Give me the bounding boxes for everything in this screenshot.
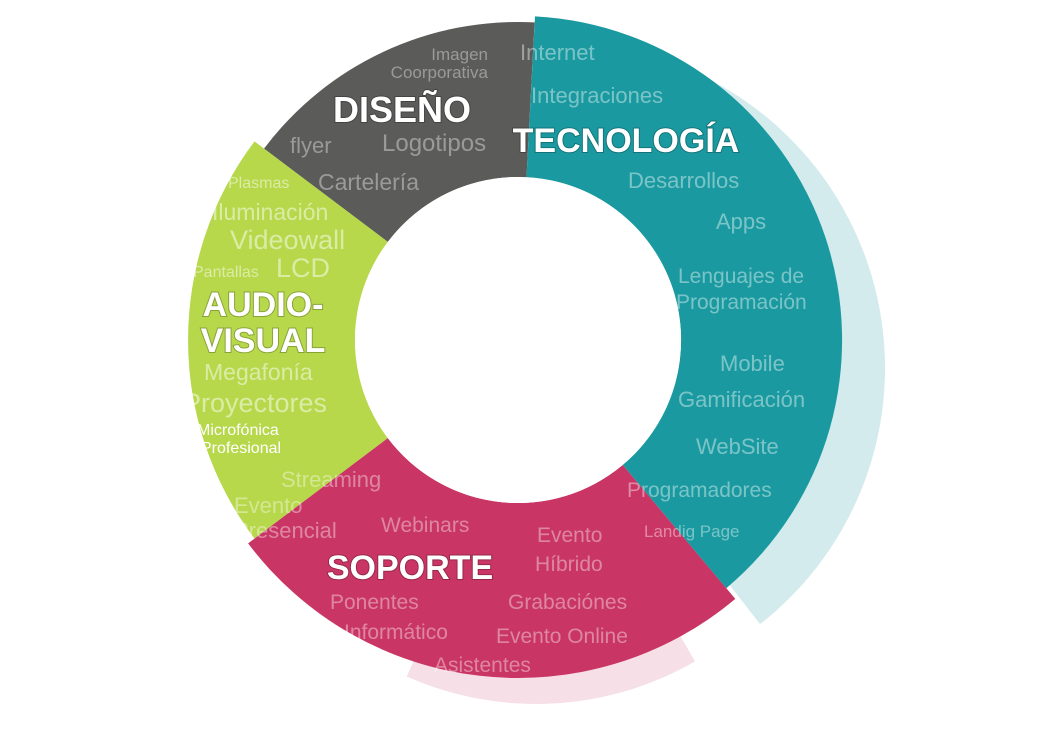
center-hole: [355, 177, 681, 503]
keyword: Desarrollos: [628, 168, 739, 193]
keyword: Profesional: [201, 440, 281, 457]
keyword: Internet: [520, 40, 595, 65]
diseno-keywords: Imagen Coorporativa flyer Logotipos Cart…: [290, 45, 489, 195]
keyword: Integraciones: [531, 83, 663, 108]
segment-soporte: [248, 438, 736, 678]
ghost-keyword: Videos: [436, 202, 485, 219]
keyword: Informático: [344, 621, 448, 644]
keyword: Coorporativa: [391, 63, 489, 82]
keyword: Asistentes: [434, 654, 531, 677]
segment-title-tecnologia: TECNOLOGÍA: [513, 122, 740, 160]
keyword: Ponentes: [330, 591, 419, 614]
keyword: Megafonía: [204, 359, 313, 385]
segment-title-audiovisual-line2: VISUAL: [201, 322, 326, 360]
segment-title-audiovisual-line1: AUDIO-: [203, 286, 324, 324]
keyword: Programadores: [627, 479, 772, 502]
keyword: Pantallas: [193, 264, 259, 281]
keyword: Proyectores: [183, 388, 327, 418]
keyword: Cartelería: [318, 169, 419, 195]
keyword: Gamificación: [678, 387, 805, 412]
keyword: Lenguajes de: [678, 265, 804, 288]
keyword: WebSite: [696, 434, 779, 459]
keyword: Evento Online: [496, 625, 628, 648]
keyword: Microfónica: [197, 422, 279, 439]
keyword: Streaming: [281, 467, 381, 492]
keyword: Evento: [537, 524, 602, 547]
soporte-keywords: Streaming Evento Presencial Webinars Eve…: [234, 467, 628, 677]
keyword: LCD: [276, 253, 330, 283]
keyword: Evento: [234, 493, 303, 518]
segment-tecnologia: [526, 16, 843, 589]
keyword: Webinars: [381, 514, 469, 537]
keyword: Videowall: [230, 225, 345, 255]
keyword: Imagen: [431, 45, 488, 64]
segment-title-diseno: DISEÑO: [333, 88, 471, 130]
keyword: Iluminación: [212, 199, 328, 225]
audiovisual-keywords: Plasmas Iluminación Videowall Pantallas …: [183, 175, 345, 418]
keyword: Híbrido: [535, 553, 603, 576]
segment-title-soporte: SOPORTE: [327, 549, 493, 587]
tecnologia-keywords: Internet Integraciones Desarrollos Apps …: [520, 40, 807, 541]
audiovisual-keywords-solid: Microfónica Profesional: [197, 422, 281, 457]
keyword: Programación: [676, 291, 807, 314]
keyword: Presencial: [234, 518, 337, 543]
keyword: Grabaciónes: [508, 591, 627, 614]
keyword: Plasmas: [228, 175, 289, 192]
keyword: flyer: [290, 133, 332, 158]
segment-diseno: [264, 21, 535, 242]
keyword: Landig Page: [644, 522, 739, 541]
keyword: Apps: [716, 209, 766, 234]
keyword: Mobile: [720, 351, 785, 376]
keyword: Logotipos: [382, 130, 486, 157]
segment-audiovisual: [188, 141, 388, 539]
